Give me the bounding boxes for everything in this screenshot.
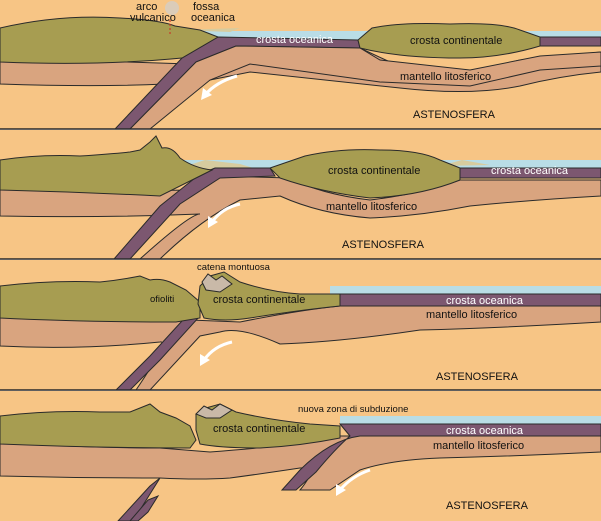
label-asthenosphere: ASTENOSFERA — [446, 500, 529, 512]
label-asthenosphere: ASTENOSFERA — [342, 239, 425, 251]
label-lithospheric-mantle: mantello litosferico — [400, 71, 491, 83]
subducting-oceanic-crust — [112, 167, 276, 260]
label-asthenosphere: ASTENOSFERA — [436, 371, 519, 383]
continental-crust-island — [357, 23, 541, 59]
continental-crust-left — [0, 16, 220, 64]
panel-4: nuova zona di subduzione crosta continen… — [0, 391, 601, 521]
label-new-subduction-zone: nuova zona di subduzione — [298, 404, 408, 415]
label-oceanic-crust: crosta oceanica — [491, 165, 569, 177]
continental-crust-left — [0, 275, 201, 323]
label-trench: fossa oceanica — [191, 1, 236, 24]
label-oceanic-crust: crosta oceanica — [256, 34, 334, 46]
label-asthenosphere: ASTENOSFERA — [413, 109, 496, 121]
mantle-flow-arrowhead — [336, 484, 346, 496]
mantle-flow-arrowhead — [208, 216, 218, 228]
volcanic-plume — [165, 1, 179, 15]
label-continental-crust: crosta continentale — [328, 165, 420, 177]
continental-crust-left — [0, 403, 197, 449]
ocean-water — [340, 416, 601, 424]
oceanic-crust-right — [539, 36, 601, 47]
continental-crust-island — [269, 149, 461, 199]
label-lithospheric-mantle: mantello litosferico — [326, 201, 417, 213]
ocean-water — [330, 286, 601, 294]
label-continental-crust: crosta continentale — [213, 294, 305, 306]
continental-crust-left — [0, 135, 214, 197]
mantle-flow-arrowhead — [201, 88, 212, 100]
label-oceanic-crust: crosta oceanica — [446, 425, 524, 437]
continental-crust-right — [197, 271, 341, 321]
panel-2: crosta continentale crosta oceanica mant… — [0, 130, 601, 260]
ophiolite-suture — [201, 273, 233, 293]
label-oceanic-crust: crosta oceanica — [446, 295, 524, 307]
panel-3: catena montuosa ofioliti crosta continen… — [0, 260, 601, 391]
label-continental-crust: crosta continentale — [213, 423, 305, 435]
label-volcanic-arc: arco vulcanico — [130, 1, 176, 24]
label-mountain-chain: catena montuosa — [197, 262, 271, 273]
lithospheric-mantle — [0, 435, 601, 491]
new-subducting-oceanic-crust — [280, 423, 601, 491]
detached-slab-lower — [129, 494, 160, 521]
label-lithospheric-mantle: mantello litosferico — [426, 309, 517, 321]
beach-sand — [178, 28, 240, 32]
mantle-flow-arrowhead — [200, 354, 210, 366]
panel-1: arco vulcanico fossa oceanica crosta oce… — [0, 0, 601, 130]
label-continental-crust: crosta continentale — [410, 35, 502, 47]
ophiolite-suture — [195, 403, 233, 419]
continental-crust-right — [195, 403, 341, 449]
label-ophiolites: ofioliti — [150, 294, 174, 305]
lithospheric-mantle-slab — [128, 45, 601, 130]
label-lithospheric-mantle: mantello litosferico — [433, 440, 524, 452]
